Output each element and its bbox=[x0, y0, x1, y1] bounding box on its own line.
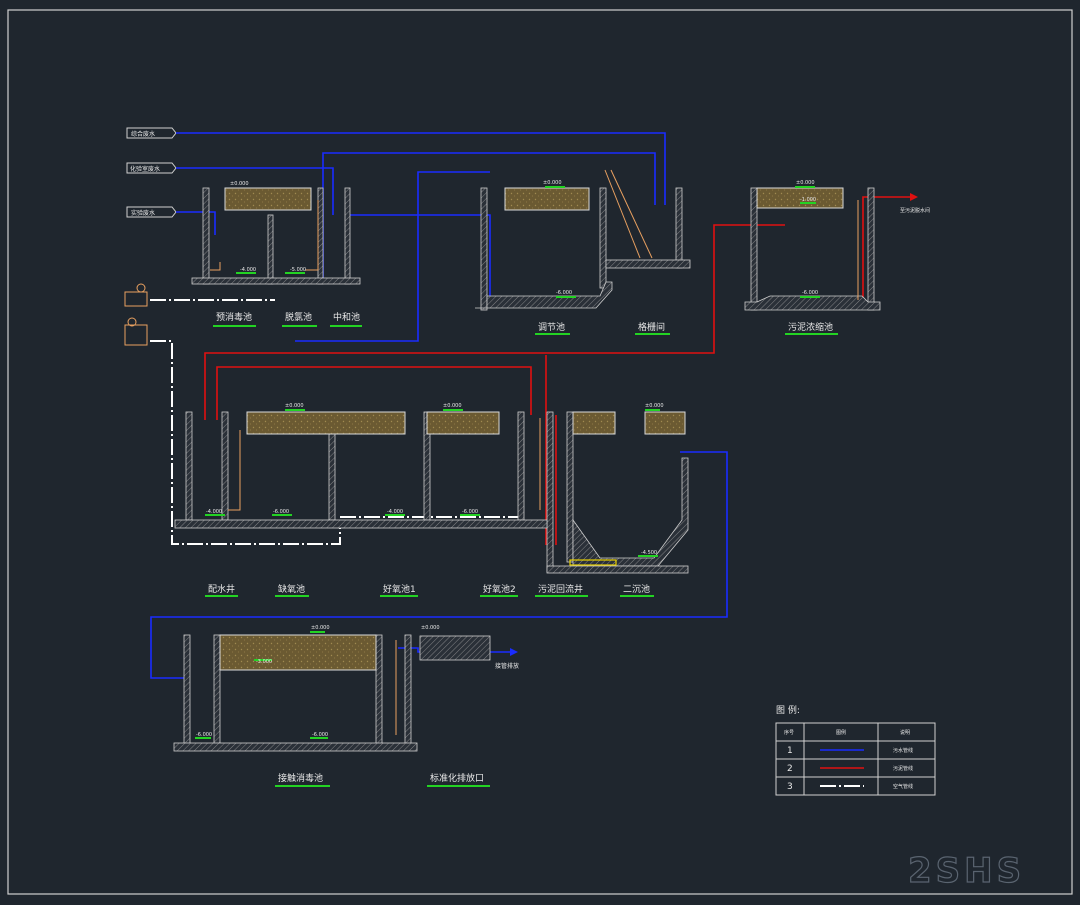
legend-row-1-no: 1 bbox=[787, 746, 793, 756]
label-grille: 格栅间 bbox=[638, 321, 665, 333]
input-label-combined: 综合废水 bbox=[131, 130, 155, 138]
label-contact: 接触消毒池 bbox=[278, 772, 323, 784]
level-mid-g: -6.000 bbox=[462, 509, 478, 515]
label-neutral: 中和池 bbox=[333, 311, 360, 323]
legend-row-2-no: 2 bbox=[787, 764, 793, 774]
level-reg-bottom: -6.000 bbox=[556, 290, 572, 296]
legend: 图 例: 序号 图例 说明 1 污水管线 2 污泥管线 3 空气管线 bbox=[775, 704, 936, 796]
blower-1 bbox=[124, 283, 148, 307]
level-mid-b: ±0.000 bbox=[443, 403, 462, 409]
watermark: 2SHS bbox=[908, 851, 1025, 891]
level-st-top: ±0.000 bbox=[796, 180, 815, 186]
label-discharge: 接管排放 bbox=[495, 662, 519, 670]
level-tl-a: -4.000 bbox=[240, 267, 256, 273]
level-tl-b: -5.000 bbox=[290, 267, 306, 273]
level-b-outfall: ±0.000 bbox=[421, 625, 440, 631]
level-mid-e: -6.000 bbox=[273, 509, 289, 515]
input-label-lab: 化验室废水 bbox=[130, 165, 160, 173]
input-label-experiment: 实验废水 bbox=[131, 209, 155, 217]
label-outfall: 标准化排放口 bbox=[430, 772, 484, 784]
level-mid-h: -4.500 bbox=[641, 550, 657, 556]
level-mid-a: ±0.000 bbox=[285, 403, 304, 409]
tank-group-middle bbox=[174, 409, 689, 574]
legend-header-desc: 说明 bbox=[900, 729, 910, 736]
label-sludge-out: 至污泥脱水间 bbox=[900, 207, 930, 214]
legend-header-no: 序号 bbox=[784, 729, 794, 736]
label-pre-disinfect: 预消毒池 bbox=[216, 311, 252, 323]
air-lines bbox=[150, 299, 525, 545]
tank-group-regulating bbox=[475, 169, 691, 311]
level-b-left: -6.000 bbox=[196, 732, 212, 738]
legend-header-symbol: 图例 bbox=[836, 729, 846, 736]
sludge-lines bbox=[204, 196, 910, 545]
legend-row-3-desc: 空气管线 bbox=[893, 783, 913, 790]
tank-group-sludge-thick bbox=[744, 186, 881, 311]
label-dechlor: 脱氯池 bbox=[285, 311, 312, 323]
label-distribution: 配水井 bbox=[208, 583, 235, 595]
label-sludge-return: 污泥回流井 bbox=[538, 583, 583, 595]
label-sludge-thick: 污泥浓缩池 bbox=[788, 321, 833, 333]
tank-group-bottom bbox=[173, 631, 491, 752]
label-regulating: 调节池 bbox=[538, 321, 565, 333]
level-st-bottom: -6.000 bbox=[802, 290, 818, 296]
level-mid-f: -4.000 bbox=[387, 509, 403, 515]
legend-row-1-desc: 污水管线 bbox=[893, 747, 913, 754]
level-reg-top: ±0.000 bbox=[543, 180, 562, 186]
label-secondary: 二沉池 bbox=[623, 583, 650, 595]
input-tag-combined: 综合废水 bbox=[126, 127, 177, 139]
level-mid-c: ±0.000 bbox=[645, 403, 664, 409]
legend-title: 图 例: bbox=[776, 704, 800, 716]
legend-row-3-no: 3 bbox=[787, 782, 793, 792]
level-b-right: -6.000 bbox=[312, 732, 328, 738]
label-aerobic2: 好氧池2 bbox=[483, 583, 516, 595]
label-anoxic: 缺氧池 bbox=[278, 583, 305, 595]
level-b-mid: -3.000 bbox=[256, 659, 272, 665]
tank-group-top-left bbox=[191, 187, 361, 285]
legend-row-2-desc: 污泥管线 bbox=[893, 765, 913, 772]
level-st-mid: -1.000 bbox=[800, 197, 816, 203]
level-b-top: ±0.000 bbox=[311, 625, 330, 631]
blower-2 bbox=[124, 317, 148, 346]
input-tag-experiment: 实验废水 bbox=[126, 206, 177, 218]
input-tag-lab: 化验室废水 bbox=[126, 162, 177, 174]
label-aerobic1: 好氧池1 bbox=[383, 583, 416, 595]
level-mid-d: -4.000 bbox=[206, 509, 222, 515]
level-tl-top: ±0.000 bbox=[230, 181, 249, 187]
drawing-frame bbox=[7, 9, 1073, 895]
